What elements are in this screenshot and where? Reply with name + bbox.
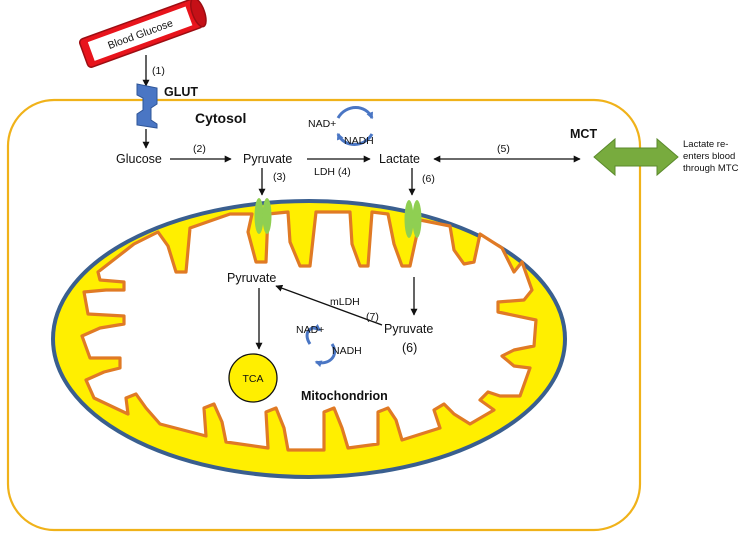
step-2-label: (2) — [193, 143, 206, 155]
nad-cycle-top — [336, 106, 374, 146]
lactate-reenters-line1: Lactate re- — [683, 139, 728, 150]
nadh-mito-label: NADH — [332, 345, 362, 357]
mct-double-arrow — [593, 137, 679, 177]
step-3-label: (3) — [273, 171, 286, 183]
mito-transporter-left-b — [262, 198, 272, 234]
mitochondrion-label: Mitochondrion — [301, 389, 388, 403]
glut-label: GLUT — [164, 85, 198, 99]
step-1-label: (1) — [152, 65, 165, 77]
step-6-bottom-label: (6) — [402, 341, 417, 355]
lactate-label: Lactate — [379, 152, 420, 166]
mito-transporter-left-a — [254, 198, 264, 234]
mito-transporter-right-a — [404, 200, 414, 238]
ldh-label: LDH (4) — [314, 166, 351, 178]
tca-cycle — [228, 353, 278, 403]
nad-cycle-mito — [305, 323, 337, 368]
tca-label: TCA — [243, 373, 264, 385]
pyruvate-cytosol-label: Pyruvate — [243, 152, 292, 166]
cytosol-label: Cytosol — [195, 110, 246, 126]
blood-glucose-tube: Blood Glucose — [78, 0, 207, 68]
pyruvate-mito-right-label: Pyruvate — [384, 322, 433, 336]
arrow-step-7-mldh — [275, 284, 383, 326]
glut-transporter — [136, 83, 158, 129]
step-6-top-label: (6) — [422, 173, 435, 185]
nadh-top-label: NADH — [344, 135, 374, 147]
cell-membrane — [6, 98, 642, 532]
nad-top-label: NAD+ — [308, 118, 336, 130]
lactate-reenters-line2: enters blood — [683, 151, 735, 162]
mct-label: MCT — [570, 127, 597, 141]
lactate-reenters-line3: through MTC — [683, 163, 739, 174]
step-7-label: (7) — [366, 311, 379, 323]
mldh-label: mLDH — [330, 296, 360, 308]
glucose-label: Glucose — [116, 152, 162, 166]
pyruvate-mito-left-label: Pyruvate — [227, 271, 276, 285]
nad-mito-label: NAD+ — [296, 324, 324, 336]
step-5-label: (5) — [497, 143, 510, 155]
mito-transporter-right-b — [412, 200, 422, 238]
